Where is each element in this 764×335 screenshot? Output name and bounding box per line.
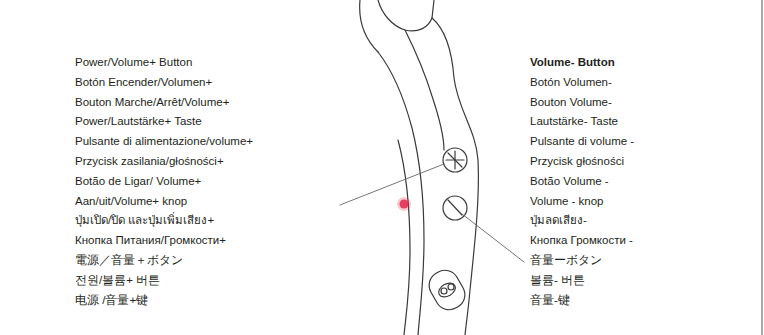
minus-button-label: 音量ーボタン bbox=[530, 253, 602, 267]
ear-hook bbox=[378, 0, 434, 31]
plus-button-label: Botão de Ligar/ Volume+ bbox=[75, 174, 201, 188]
minus-button-label: Przycisk głośności bbox=[530, 154, 624, 168]
plus-button-label: Power/Volume+ Button bbox=[75, 55, 192, 69]
minus-button-label: Pulsante di volume - bbox=[530, 134, 634, 148]
plus-button-label: Aan/uit/Volume+ knop bbox=[75, 194, 187, 208]
plus-button-label: Power/Lautstärke+ Taste bbox=[75, 114, 202, 128]
minus-button-label: 볼륨- 버튼 bbox=[530, 273, 585, 287]
plus-button-label: Bouton Marche/Arrêt/Volume+ bbox=[75, 95, 229, 109]
plus-button-label: ปุ่มเปิด/ปิด และปุ่มเพิ่มเสียง+ bbox=[75, 213, 214, 227]
plus-button-label: Кнопка Питания/Громкости+ bbox=[75, 233, 226, 247]
minus-button-label: Volume- Button bbox=[530, 55, 615, 69]
minus-button-label: Botón Volumen- bbox=[530, 75, 612, 89]
plus-button-label: Botón Encender/Volumen+ bbox=[75, 75, 212, 89]
minus-button-label: Lautstärke- Taste bbox=[530, 114, 618, 128]
plus-button-label: Przycisk zasilania/głośności+ bbox=[75, 154, 224, 168]
plus-button-label: 전원/볼륨+ 버튼 bbox=[75, 273, 160, 287]
body-edge bbox=[405, 30, 444, 150]
minus-button-label: Volume - knop bbox=[530, 194, 604, 208]
ear-hook-back bbox=[360, 0, 378, 52]
minus-button-label: ปุ่มลดเสียง- bbox=[530, 213, 587, 227]
volume-minus-button bbox=[443, 196, 467, 220]
body-back bbox=[378, 52, 424, 335]
border-line bbox=[762, 0, 763, 335]
leader-line bbox=[340, 164, 444, 205]
minus-button-label: 音量-键 bbox=[530, 293, 570, 307]
plus-button-label: 電源／音量＋ボタン bbox=[75, 253, 183, 267]
plus-button-label: 电源 /音量+键 bbox=[75, 293, 148, 307]
body-side bbox=[398, 140, 410, 335]
body-front bbox=[432, 18, 478, 335]
minus-button-label: Кнопка Громкости - bbox=[530, 233, 633, 247]
minus-button-label: Bouton Volume- bbox=[530, 95, 612, 109]
multifunction-button bbox=[424, 265, 470, 315]
volume-plus-button bbox=[443, 148, 467, 172]
minus-button-label: Botão Volume - bbox=[530, 174, 609, 188]
leader-line bbox=[462, 214, 524, 262]
plus-button-label: Pulsante di alimentazione/volume+ bbox=[75, 134, 253, 148]
